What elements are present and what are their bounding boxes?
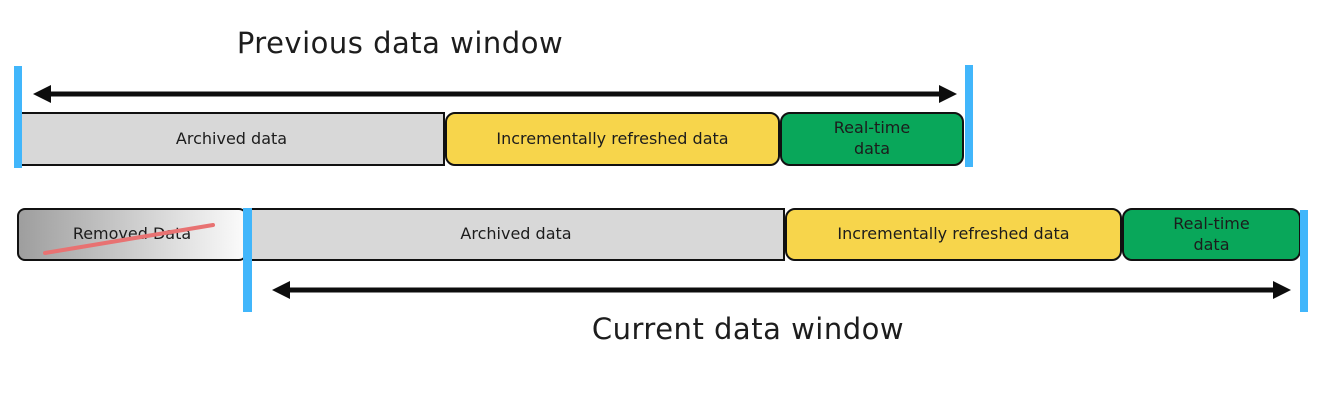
current-segment-realtime: Real-time data [1122,208,1301,261]
current-segment-archived: Archived data [247,208,785,261]
previous-segment-realtime: Real-time data [780,112,964,166]
previous-window-span-arrow [33,85,957,103]
current-window-end-marker [1300,210,1308,312]
segment-label: Removed Data [72,224,192,244]
segment-label: Archived data [460,224,572,244]
previous-window-title: Previous data window [236,26,564,60]
current-window-start-marker [243,208,252,312]
previous-segment-archived: Archived data [18,112,445,166]
current-window-title: Current data window [591,312,905,346]
segment-label: Real-time data [1173,213,1250,254]
segment-label: Archived data [175,128,288,148]
segment-label: Incrementally refreshed data [496,128,729,148]
previous-window-start-marker [14,66,22,168]
previous-segment-incrementally-refreshed: Incrementally refreshed data [445,112,780,166]
current-segment-removed: Removed Data [17,208,247,261]
segment-label: Real-time data [833,118,911,158]
segment-label: Incrementally refreshed data [837,224,1070,244]
current-window-span-arrow [272,281,1291,299]
current-segment-incrementally-refreshed: Incrementally refreshed data [785,208,1122,261]
previous-window-end-marker [965,65,973,167]
